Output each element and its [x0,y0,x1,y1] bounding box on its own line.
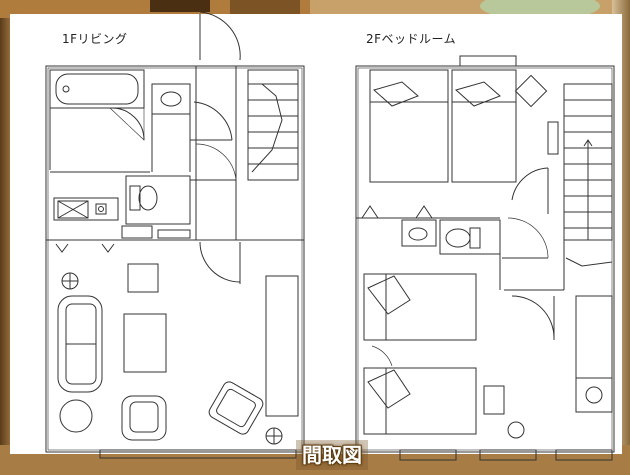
floor1-plan [45,11,305,459]
floor2-plan [355,55,615,461]
bathroom [49,69,150,173]
washbasin [151,83,191,172]
washroom-2f [401,217,564,340]
floor1-label: 1Fリビング [62,32,128,46]
bedroom-upper [356,69,559,219]
bedroom-lower [363,273,613,461]
stair-2f [563,83,613,290]
floor2-label: 2Fベッドルーム [366,32,457,46]
floor-plan-caption: 間取図 [296,440,368,470]
kitchenette-1f [46,197,304,253]
living-area [57,241,299,459]
stair-1f [195,66,299,240]
toilet-1f [125,143,237,225]
